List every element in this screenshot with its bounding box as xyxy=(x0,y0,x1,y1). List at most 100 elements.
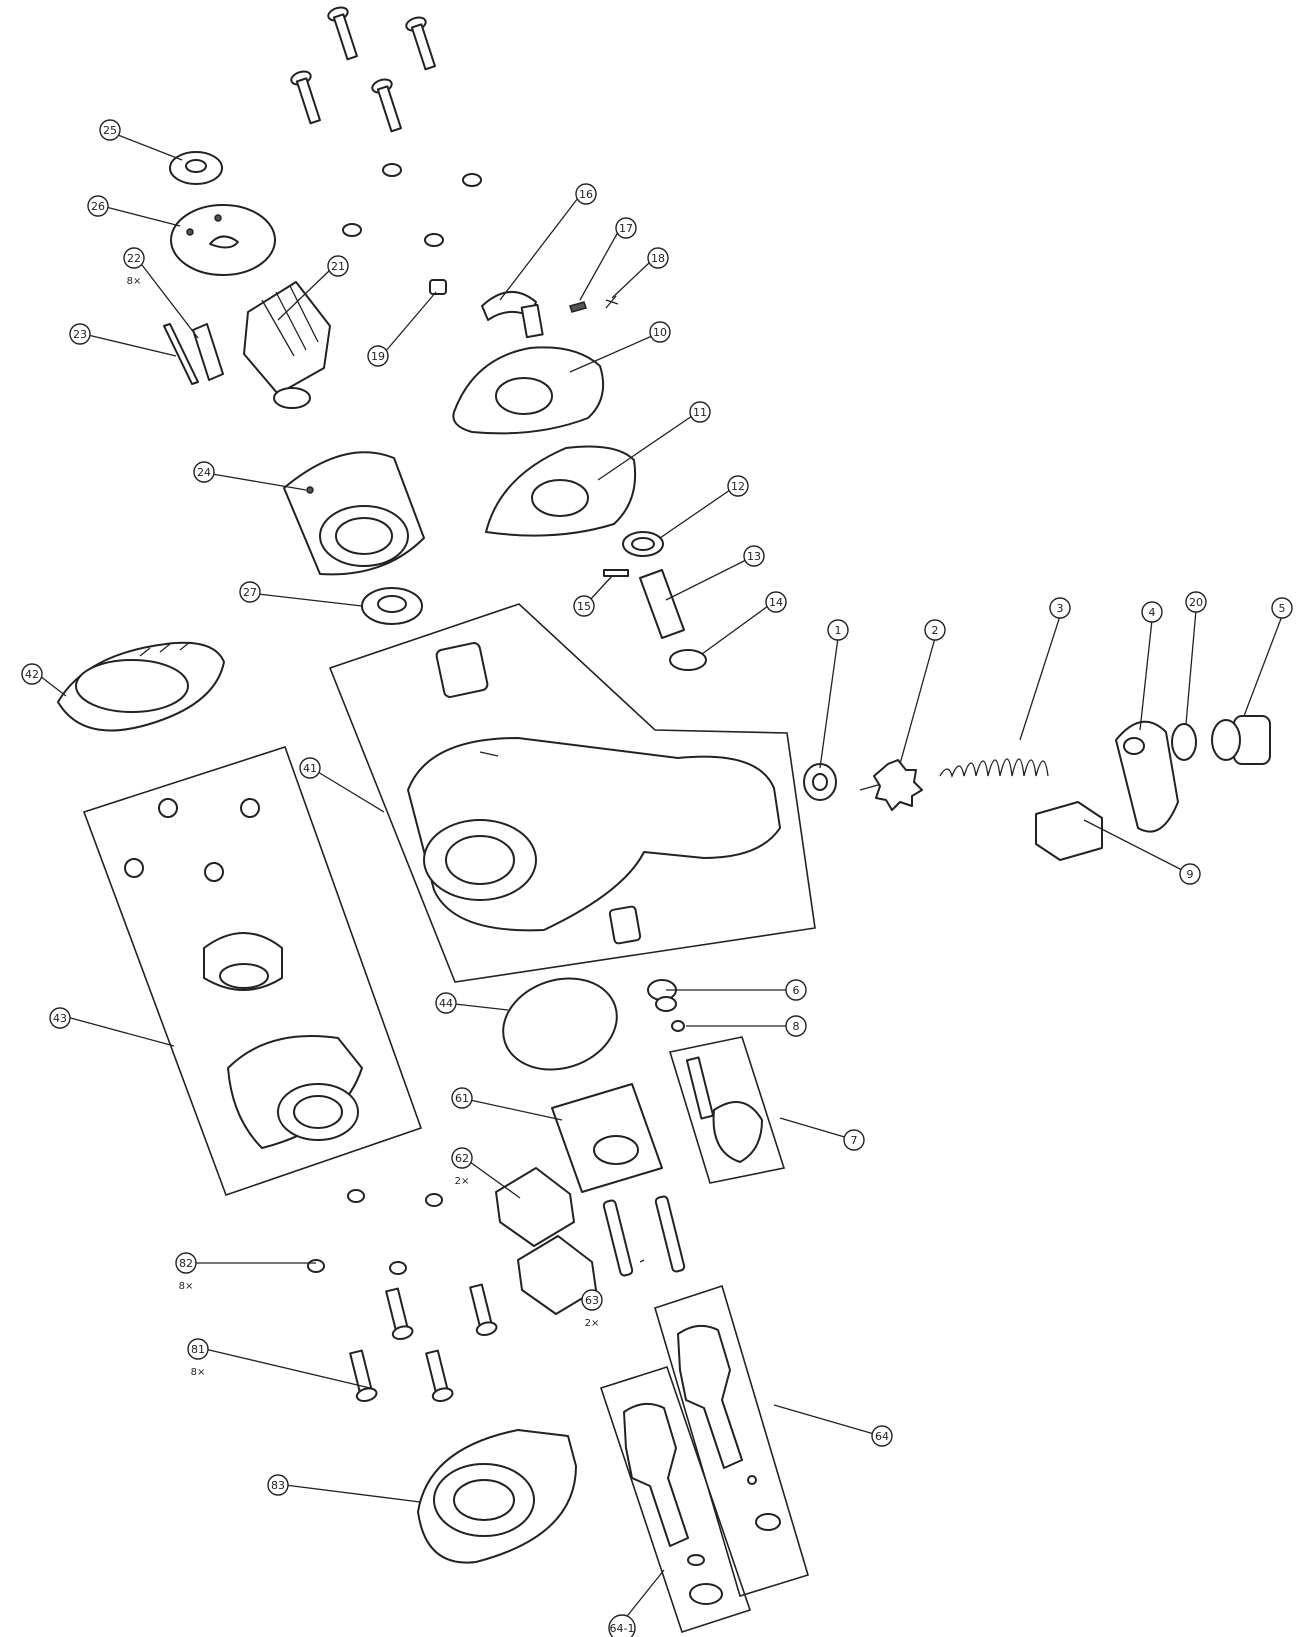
bottom-washers xyxy=(307,1189,443,1275)
button-6 xyxy=(647,979,677,1012)
callout-quantity: 8× xyxy=(191,1367,206,1378)
callout-circle xyxy=(843,1129,865,1151)
fitting-5 xyxy=(1211,715,1271,765)
gasket-11 xyxy=(485,445,637,537)
callout-circle xyxy=(1141,601,1163,623)
callout-25: 25 xyxy=(99,119,121,141)
callout-circle xyxy=(451,1147,473,1169)
callout-number: 10 xyxy=(653,326,667,339)
callout-circle xyxy=(1179,863,1201,885)
callout-61: 61 xyxy=(451,1087,473,1109)
vane-22 xyxy=(192,323,224,381)
callout-circle xyxy=(87,195,109,217)
gear-case-43 xyxy=(124,798,363,1149)
callout-number: 15 xyxy=(577,600,591,613)
dial-2 xyxy=(859,759,923,811)
end-plate-26 xyxy=(170,204,276,276)
callout-number: 64-1 xyxy=(610,1622,635,1635)
bushing-19 xyxy=(429,279,447,295)
callout-number: 27 xyxy=(243,586,257,599)
bearing-27 xyxy=(361,587,423,625)
callout-24: 24 xyxy=(193,461,215,483)
callout-number: 26 xyxy=(91,200,105,213)
callout-number: 24 xyxy=(197,466,211,479)
callout-21: 21 xyxy=(327,255,349,277)
front-cover-83 xyxy=(417,1429,577,1564)
rotor-21 xyxy=(243,281,331,409)
callout-63: 632× xyxy=(581,1289,603,1329)
callout-circle xyxy=(267,1474,289,1496)
callout-number: 20 xyxy=(1189,596,1203,609)
plate-4 xyxy=(1115,720,1179,833)
callout-circle xyxy=(451,1087,473,1109)
o-ring-44 xyxy=(502,977,618,1071)
callout-number: 64 xyxy=(875,1430,889,1443)
callout-circle xyxy=(1271,597,1293,619)
callout-circle xyxy=(871,1425,893,1447)
leader-lines xyxy=(39,134,1283,1621)
callout-6: 6 xyxy=(785,979,807,1001)
callout-number: 3 xyxy=(1057,602,1064,615)
callout-number: 25 xyxy=(103,124,117,137)
callout-number: 5 xyxy=(1279,602,1286,615)
callout-82: 82 8× xyxy=(175,1252,197,1292)
callout-quantity: 2× xyxy=(455,1176,470,1187)
callout-number: 11 xyxy=(693,406,707,419)
callout-number: 14 xyxy=(769,596,783,609)
callout-20: 20 xyxy=(1185,591,1207,613)
callout-circle xyxy=(1049,597,1071,619)
callout-circle xyxy=(99,119,121,141)
frame-trigger-7 xyxy=(668,1036,786,1184)
callout-number: 2 xyxy=(932,624,939,637)
callout-83: 83 xyxy=(267,1474,289,1496)
callout-15: 15 xyxy=(573,595,595,617)
callout-circle xyxy=(785,979,807,1001)
callout-81: 81 8× xyxy=(187,1338,209,1378)
callout-16: 16 xyxy=(575,183,597,205)
callout-circle xyxy=(581,1289,603,1311)
block-9 xyxy=(1035,801,1103,861)
callout-17: 17 xyxy=(615,217,637,239)
callout-circle xyxy=(765,591,787,613)
callout-circle xyxy=(187,1338,209,1360)
callout-circle xyxy=(649,321,671,343)
trigger-7 xyxy=(685,1056,763,1163)
callout-3: 3 xyxy=(1049,597,1071,619)
callout-number: 4 xyxy=(1149,606,1156,619)
callout-41: 41 xyxy=(299,757,321,779)
callout-number: 82 xyxy=(179,1257,193,1270)
callout-circle xyxy=(193,461,215,483)
callout-14: 14 xyxy=(765,591,787,613)
callout-number: 62 xyxy=(455,1152,469,1165)
callout-62: 62 2× xyxy=(451,1147,473,1187)
callout-number: 81 xyxy=(191,1343,205,1356)
callout-number: 63 xyxy=(585,1294,599,1307)
cylinder-24 xyxy=(283,451,425,576)
callout-1: 1 xyxy=(827,619,849,641)
seal-12 xyxy=(622,531,664,557)
nut-1 xyxy=(803,763,837,801)
callout-number: 42 xyxy=(25,668,39,681)
callout-circle xyxy=(367,345,389,367)
bearing-25 xyxy=(169,151,223,185)
callout-circle xyxy=(327,255,349,277)
callout-43: 43 xyxy=(49,1007,71,1029)
callout-number: 12 xyxy=(731,480,745,493)
bottom-screws-81 xyxy=(349,1283,498,1402)
callout-number: 41 xyxy=(303,762,317,775)
callout-quantity: 8× xyxy=(179,1281,194,1292)
boot-42 xyxy=(57,641,225,732)
callout-13: 13 xyxy=(743,545,765,567)
callout-circle xyxy=(575,183,597,205)
callout-number: 6 xyxy=(793,984,800,997)
callout-quantity: 8× xyxy=(127,276,142,287)
callout-19: 19 xyxy=(367,345,389,367)
callout-number: 7 xyxy=(851,1134,858,1147)
callout-number: 21 xyxy=(331,260,345,273)
callout-number: 19 xyxy=(371,350,385,363)
callout-18: 18 xyxy=(647,247,669,269)
housing-41 xyxy=(407,642,781,945)
callout-number: 43 xyxy=(53,1012,67,1025)
callout-circle xyxy=(239,581,261,603)
